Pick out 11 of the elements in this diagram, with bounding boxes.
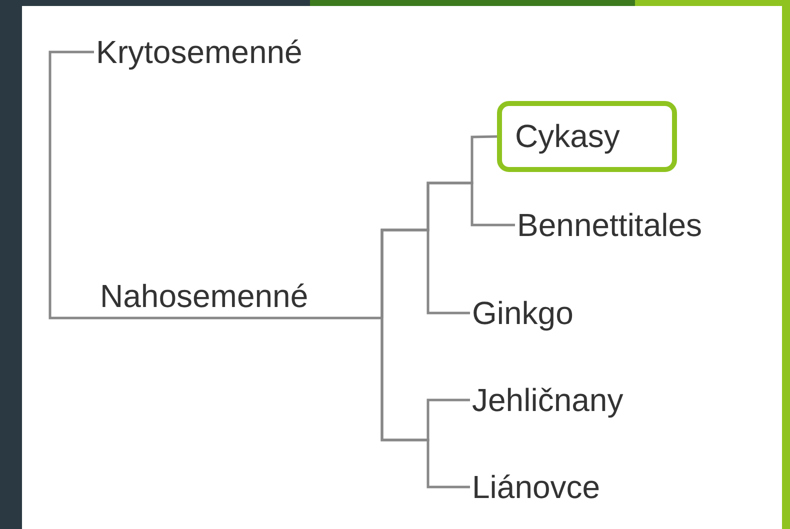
taxon-label: Bennettitales bbox=[517, 206, 702, 245]
taxon-label: Jehličnany bbox=[472, 381, 624, 420]
taxon-label: Nahosemenné bbox=[100, 277, 308, 316]
tree-branch bbox=[380, 228, 470, 318]
taxon-label: Cykasy bbox=[515, 117, 620, 156]
highlight-frame bbox=[497, 101, 677, 172]
taxon-label: Krytosemenné bbox=[96, 33, 302, 72]
taxon-label: Ginkgo bbox=[472, 294, 574, 333]
taxon-label: Liánovce bbox=[472, 468, 600, 507]
tree-branch bbox=[48, 50, 382, 320]
tree-branch bbox=[380, 318, 470, 488]
